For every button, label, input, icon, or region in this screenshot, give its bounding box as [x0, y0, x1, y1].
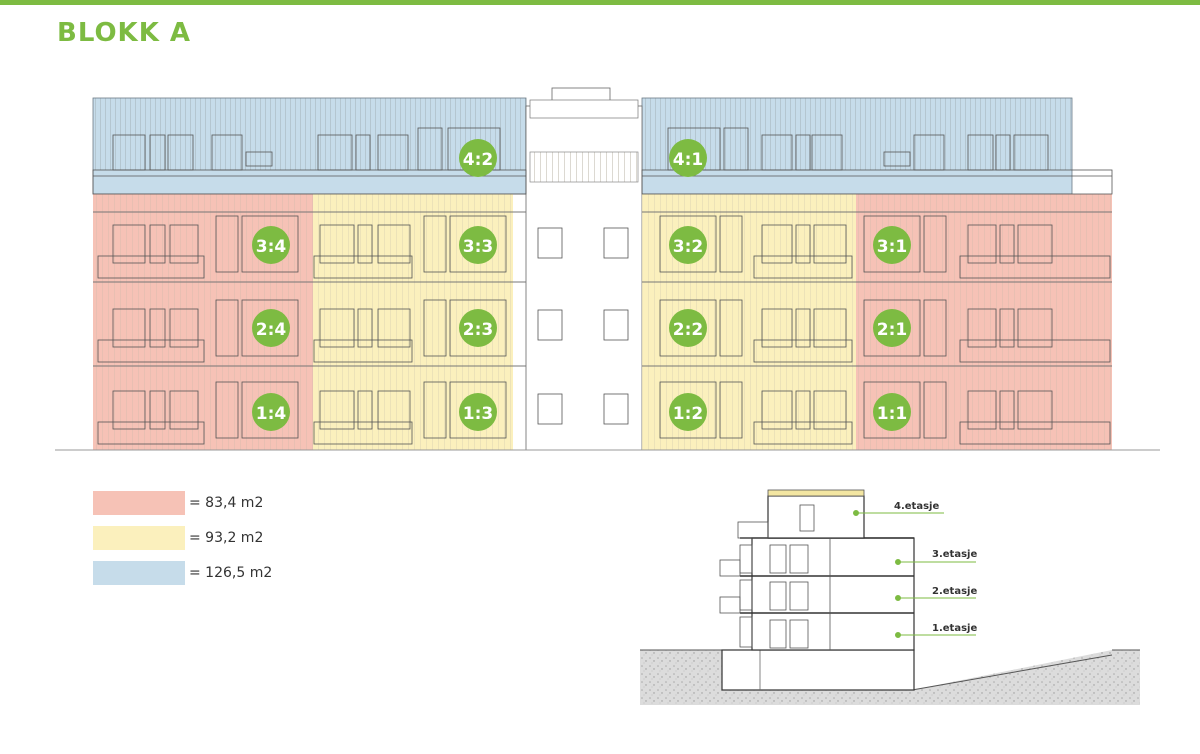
unit-label: 1:2 [673, 404, 703, 424]
unit-label: 3:2 [673, 237, 703, 257]
floor-label: 4.etasje [894, 501, 939, 512]
section-drawing: 4.etasje 3.etasje 2.etasje 1.etasje [640, 489, 1140, 705]
unit-badge: 1:2 [669, 393, 707, 431]
unit-badge: 2:2 [669, 309, 707, 347]
legend-swatch [93, 491, 185, 515]
unit-label: 2:3 [463, 320, 493, 340]
page-title: BLOKK A [57, 18, 192, 48]
legend-label: = 83,4 m2 [189, 495, 264, 511]
floor-label: 1.etasje [932, 623, 977, 634]
unit-badge: 3:4 [252, 226, 290, 264]
legend-swatch [93, 526, 185, 550]
unit-label: 1:4 [256, 404, 287, 424]
floor-label: 3.etasje [932, 549, 977, 560]
unit-badges: 4:2 4:1 3:4 3:3 3:2 3:1 2:4 2:3 2:2 2:1 … [252, 139, 911, 431]
legend-item: = 83,4 m2 [93, 491, 263, 515]
unit-badge: 2:1 [873, 309, 911, 347]
unit-badge: 3:3 [459, 226, 497, 264]
unit-label: 3:3 [463, 237, 493, 257]
unit-badge: 3:2 [669, 226, 707, 264]
unit-label: 1:3 [463, 404, 493, 424]
unit-badge: 4:2 [459, 139, 497, 177]
unit-badge: 1:3 [459, 393, 497, 431]
elevation: 4:2 4:1 3:4 3:3 3:2 3:1 2:4 2:3 2:2 2:1 … [55, 87, 1160, 451]
unit-label: 3:1 [877, 237, 907, 257]
legend-item: = 93,2 m2 [93, 526, 263, 550]
unit-label: 2:4 [256, 320, 287, 340]
legend-item: = 126,5 m2 [93, 561, 272, 585]
floor-label: 2.etasje [932, 586, 977, 597]
unit-badge: 3:1 [873, 226, 911, 264]
unit-label: 2:1 [877, 320, 907, 340]
unit-label: 4:2 [463, 150, 493, 170]
top-rule [0, 0, 1200, 5]
unit-badge: 1:1 [873, 393, 911, 431]
unit-label: 3:4 [256, 237, 287, 257]
legend-swatch [93, 561, 185, 585]
unit-label: 4:1 [673, 150, 703, 170]
unit-label: 2:2 [673, 320, 703, 340]
unit-badge: 2:3 [459, 309, 497, 347]
unit-label: 1:1 [877, 404, 907, 424]
unit-badge: 2:4 [252, 309, 290, 347]
legend-label: = 93,2 m2 [189, 530, 264, 546]
legend-label: = 126,5 m2 [189, 565, 273, 581]
unit-badge: 4:1 [669, 139, 707, 177]
unit-badge: 1:4 [252, 393, 290, 431]
